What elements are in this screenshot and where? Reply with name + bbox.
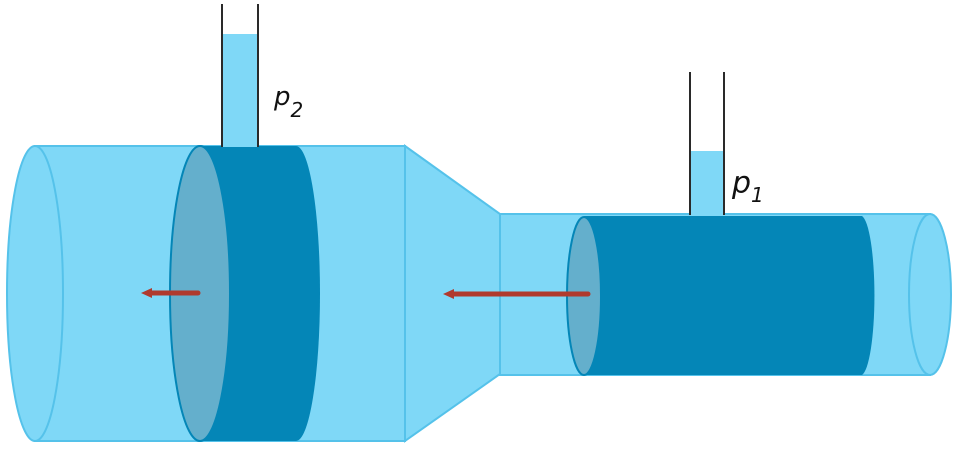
manometer-tube-p2 xyxy=(221,4,259,147)
narrow-slab-body xyxy=(584,216,875,375)
label-p2-sub: 2 xyxy=(291,98,304,122)
narrow-pipe-right-end xyxy=(908,213,952,376)
wide-pipe-left-end xyxy=(6,145,64,442)
label-p2: p2 xyxy=(273,82,303,122)
narrow-fluid-slab xyxy=(566,216,875,376)
label-p1-sub: 1 xyxy=(751,183,764,207)
arrow-left-icon xyxy=(443,289,591,299)
tube-p2-liquid xyxy=(223,34,257,147)
label-p1-main: p xyxy=(731,166,751,201)
label-p1: p1 xyxy=(731,166,764,207)
tube-p1-liquid xyxy=(691,151,723,215)
wide-slab-body xyxy=(200,146,320,441)
arrow-left-icon xyxy=(141,288,201,298)
label-p2-main: p xyxy=(273,82,291,112)
manometer-tube-p1 xyxy=(689,72,725,215)
